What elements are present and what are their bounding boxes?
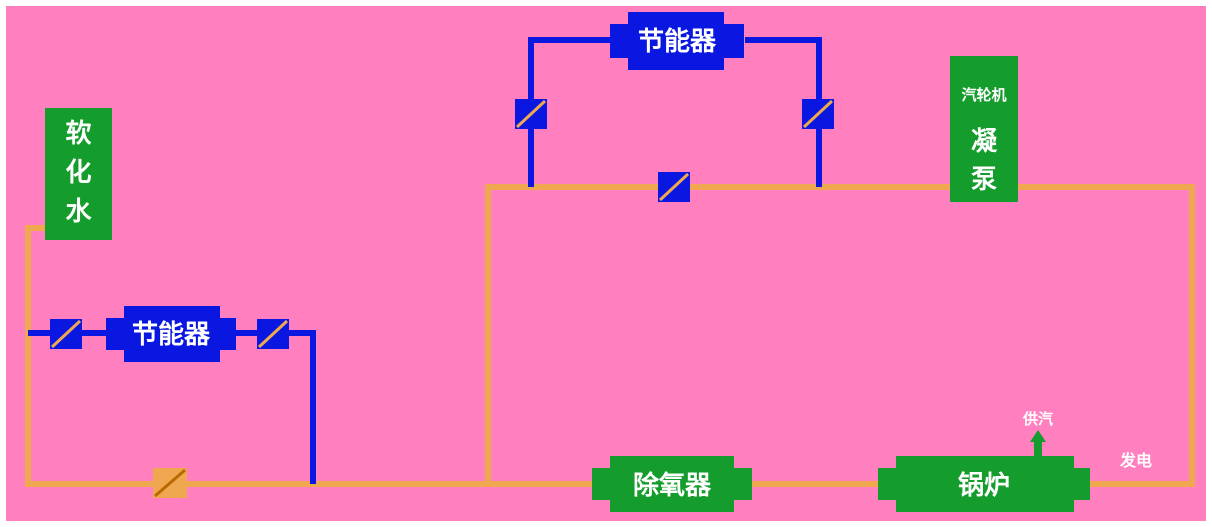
valve-top-right[interactable] [802,99,834,129]
soft-water-char-2: 化 [65,158,91,188]
pump-label-char-1: 凝 [971,127,998,157]
turbine-pump-box[interactable]: 汽轮机 凝 泵 [950,56,1018,202]
steam-supply-arrow [1030,430,1046,456]
top-economizer-loop [528,37,822,187]
valve-top-middle[interactable] [658,172,690,202]
boiler-to-power-pipe [1018,184,1195,487]
deaerator-label: 除氧器 [633,470,712,501]
economizer-left-label: 节能器 [132,319,211,350]
valve-left-2[interactable] [257,319,289,349]
boiler[interactable]: 锅炉 [878,456,1090,512]
pump-label-char-2: 泵 [971,165,997,195]
soft-water-char-1: 软 [65,119,91,149]
valve-top-left[interactable] [515,99,547,129]
deaerator[interactable]: 除氧器 [592,456,752,512]
soft-water-box: 软 化 水 [45,108,112,240]
return-top-pipe [485,184,950,484]
economizer-top[interactable]: 节能器 [610,12,744,70]
economizer-top-label: 节能器 [638,26,717,57]
soft-water-char-3: 水 [65,197,92,227]
diagram-background [6,6,1206,521]
boiler-label: 锅炉 [958,471,1010,501]
valve-bottom-orange[interactable] [153,468,187,498]
turbine-label: 汽轮机 [961,86,1006,104]
valve-left-1[interactable] [50,319,82,349]
power-output-label: 发电 [1119,451,1152,470]
steam-supply-label: 供汽 [1022,410,1053,428]
economizer-left[interactable]: 节能器 [106,306,236,362]
